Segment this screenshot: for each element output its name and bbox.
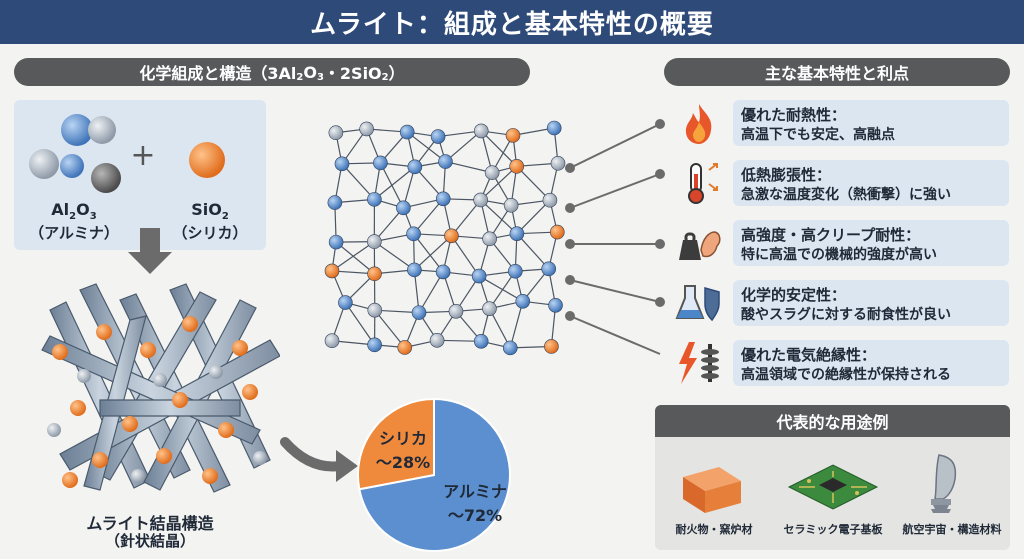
use-label-aerospace: 航空宇宙・構造材料 <box>902 523 1002 536</box>
property-item-heat-resistance: 優れた耐熱性： 高温下でも安定、高融点 <box>733 100 1009 146</box>
pie-label-silica: シリカ 〜28% <box>375 429 431 472</box>
pie-slice-silica <box>357 397 435 491</box>
raw-materials-panel <box>14 100 266 250</box>
atomic-lattice-illustration <box>324 120 566 356</box>
curved-arrow-icon <box>280 437 358 482</box>
flask-shield-icon <box>675 285 720 322</box>
silica-name: （シリカ） <box>172 224 248 242</box>
silica-molecule-icon <box>189 142 225 178</box>
connector-lines <box>565 119 665 355</box>
property-item-chemical-stability: 化学的安定性： 酸やスラグに対する耐食性が良い <box>733 280 1009 326</box>
composition-pie-chart <box>357 397 511 552</box>
alumina-molecule-icon <box>29 114 121 193</box>
property-item-electrical-insulation: 優れた電気絶縁性： 高温領域での絶縁性が保持される <box>733 340 1009 386</box>
pie-label-alumina: アルミナ 〜72% <box>443 482 507 525</box>
page-title: ムライト：組成と基本特性の概要 <box>0 0 1024 44</box>
plus-sign: + <box>130 138 156 173</box>
mullite-crystal-illustration <box>41 283 280 493</box>
alumina-label: Al2O3 <box>51 200 97 222</box>
uses-panel: 代表的な用途例 耐火物・窯炉材 セラミック電子基板 航空宇宙・構造材料 <box>655 405 1010 550</box>
property-item-high-strength: 高強度・高クリープ耐性： 特に高温での機械的強度が高い <box>733 220 1009 266</box>
down-arrow-icon <box>128 228 172 274</box>
use-label-electronics: セラミック電子基板 <box>783 523 883 536</box>
crystal-sublabel: （針状結晶） <box>104 532 195 550</box>
crystal-label: ムライト結晶構造 <box>86 514 214 533</box>
alumina-name: （アルミナ） <box>29 224 119 242</box>
flame-icon <box>685 104 712 144</box>
uses-header: 代表的な用途例 <box>655 405 1010 437</box>
silica-label: SiO2 <box>191 200 229 222</box>
strength-icon <box>679 231 721 260</box>
properties-header: 主な基本特性と利点 <box>664 58 1010 86</box>
property-item-low-thermal-expansion: 低熱膨張性： 急激な温度変化（熱衝撃）に強い <box>733 160 1009 206</box>
lightning-insulator-icon <box>679 342 719 384</box>
use-label-refractory: 耐火物・窯炉材 <box>675 523 753 536</box>
turbine-blade-icon <box>931 454 957 513</box>
thermometer-icon <box>688 163 718 204</box>
brick-icon <box>683 467 741 513</box>
circuit-board-icon <box>787 464 879 510</box>
